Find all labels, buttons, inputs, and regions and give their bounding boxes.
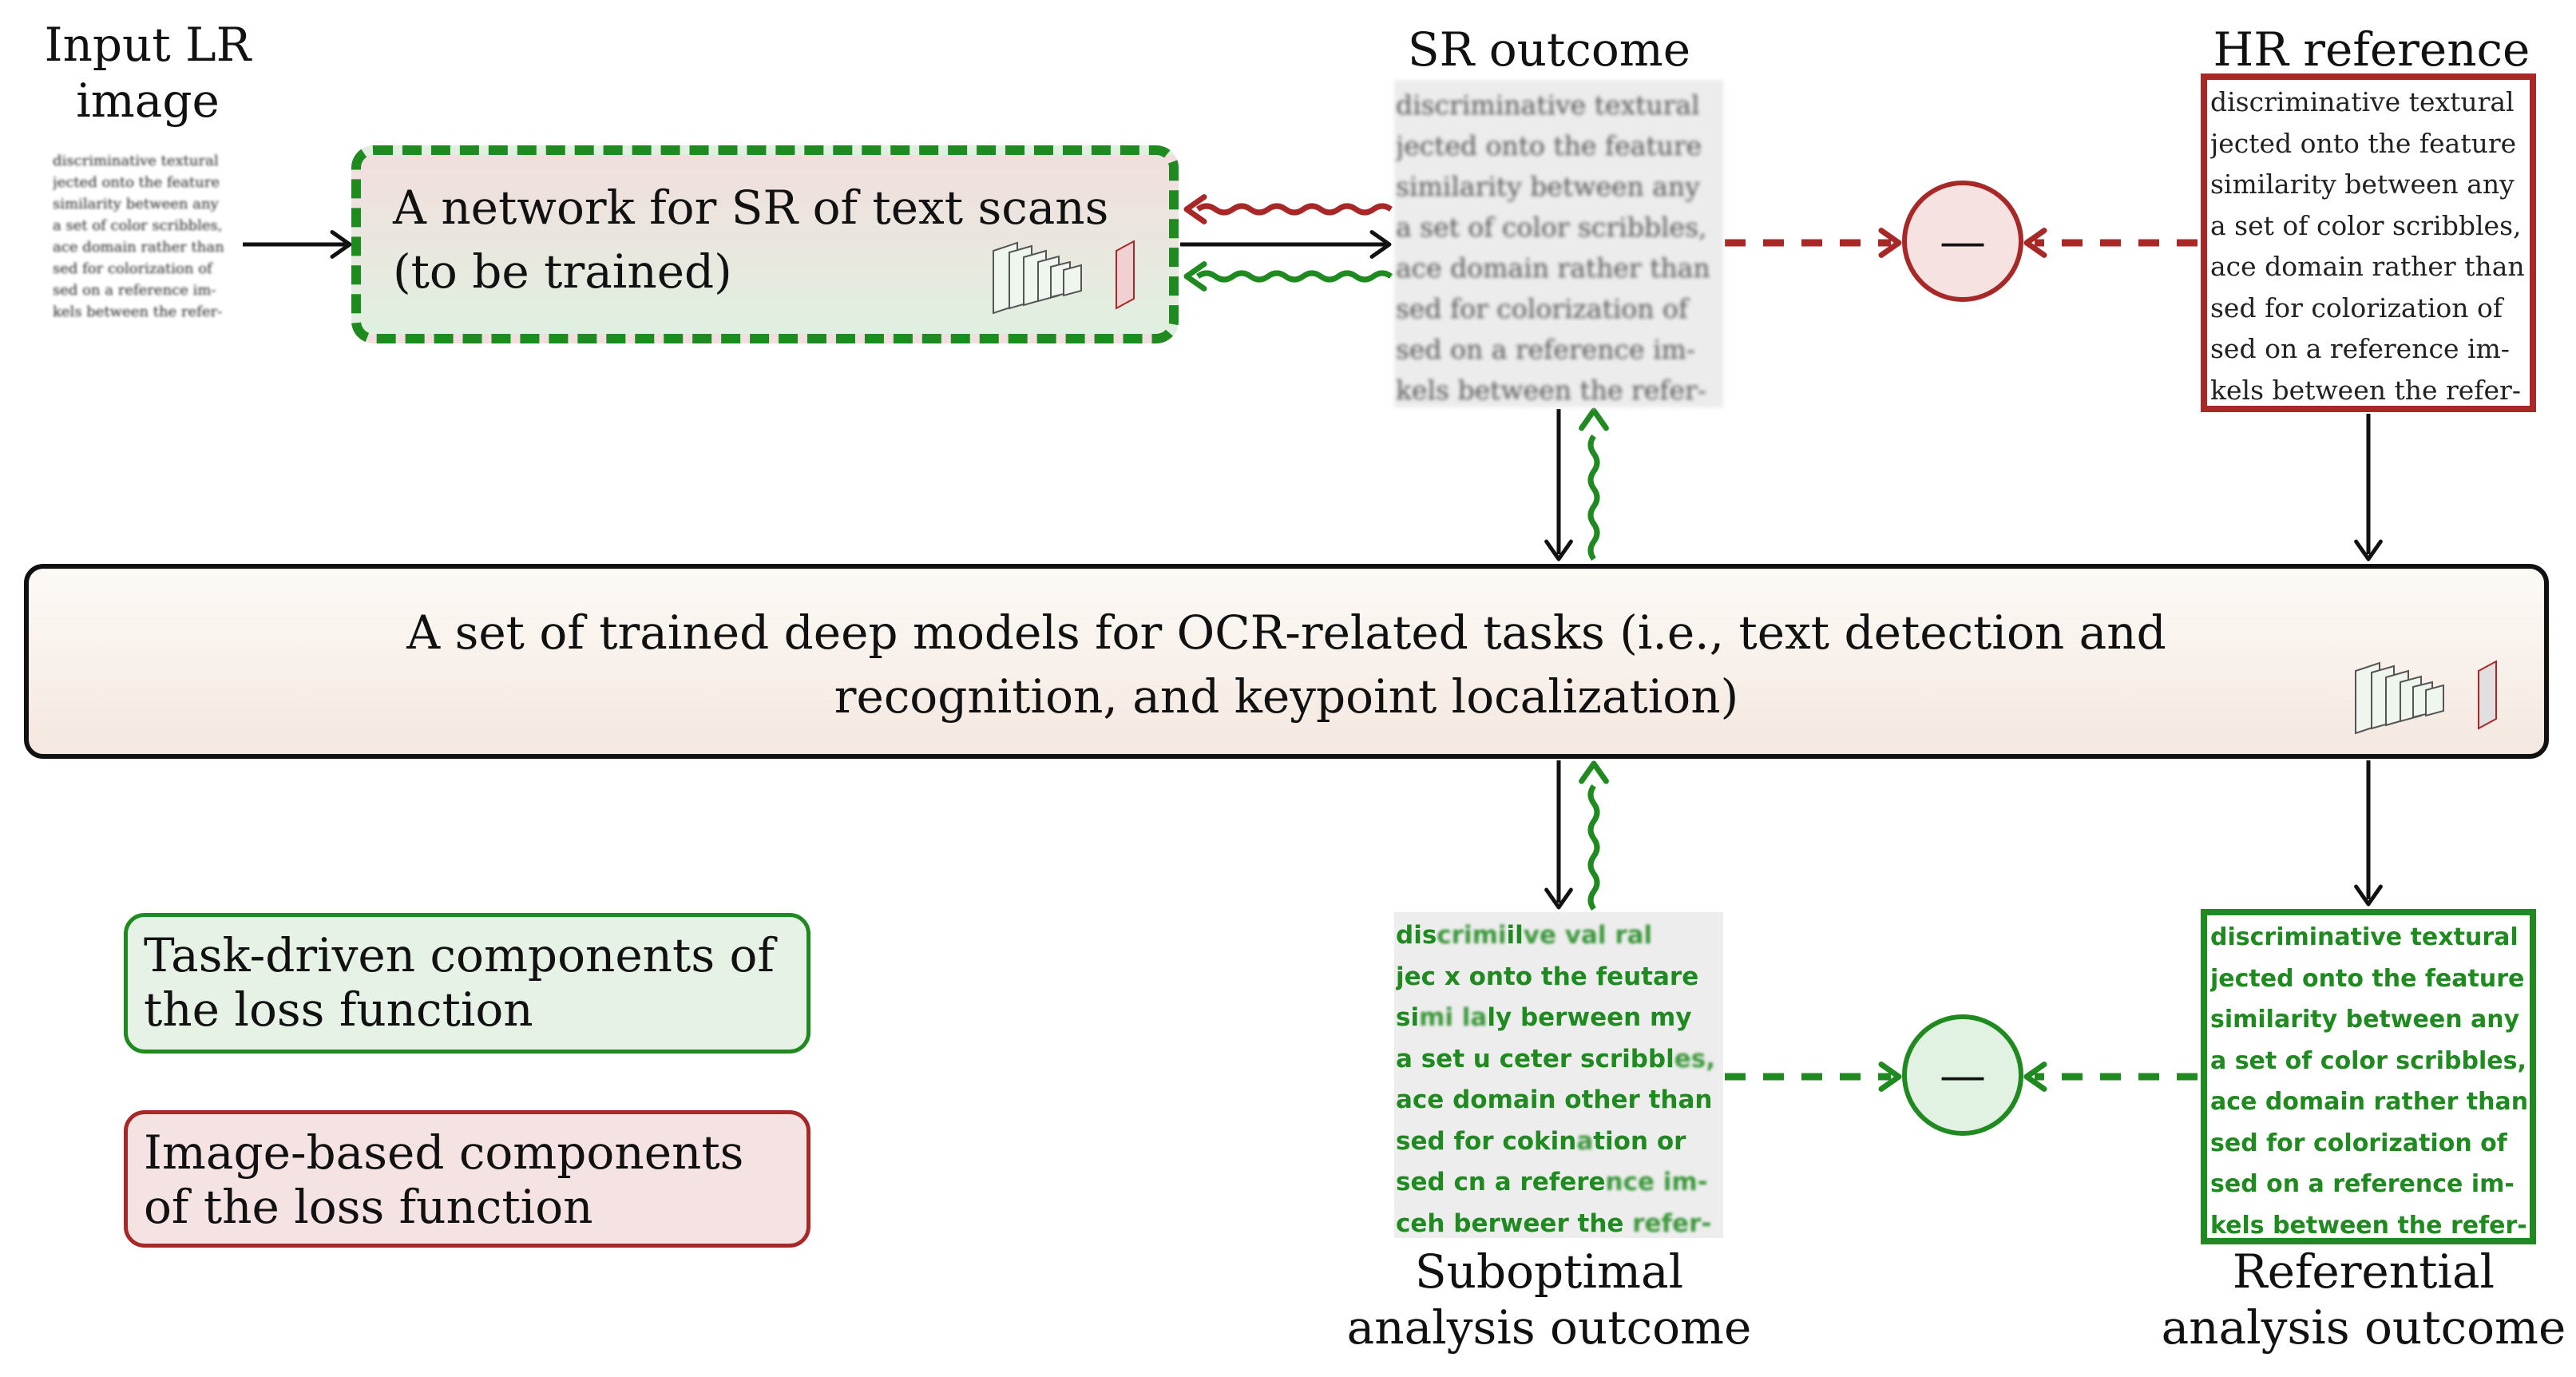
arrowhead	[1878, 228, 1902, 258]
arrowhead	[1579, 760, 1609, 784]
sr-network-text: A network for SR of text scans (to be tr…	[393, 176, 1108, 304]
scan-line: simi laly berween my	[1396, 1003, 1692, 1032]
scan-line: sed for colorization of	[2210, 292, 2503, 323]
scan-line: sed on a reference im-	[53, 282, 216, 299]
ocr-models-box: A set of trained deep models for OCR-rel…	[24, 564, 2549, 759]
scan-line: discriminative textural	[53, 153, 219, 169]
scan-line: ace domain rather than	[2210, 251, 2525, 282]
scan-line: sed for colorization of	[2210, 1129, 2507, 1157]
scan-line: a set of color scribbles,	[2210, 1046, 2526, 1075]
task-loss-wavy-up-arrow	[1587, 434, 1600, 562]
suboptimal-analysis-image: discrimiilve val ral jec x onto the feut…	[1394, 912, 1723, 1238]
referential-analysis-image: discriminative textural jected onto the …	[2201, 909, 2536, 1244]
legend-text: Task-driven components of	[144, 928, 775, 982]
legend-text: Image-based components	[144, 1125, 744, 1180]
scan-line: a set of color scribbles,	[2210, 209, 2522, 241]
sr-network-line: A network for SR of text scans	[393, 181, 1109, 235]
ocr-models-line: recognition, and keypoint localization)	[834, 669, 1739, 724]
task-loss-wavy-arrow	[1195, 270, 1393, 283]
legend-text: the loss function	[144, 982, 533, 1037]
scan-line: discriminative textural	[2210, 923, 2519, 951]
arrowhead	[2354, 884, 2383, 907]
scan-line: sed cn a reference im-	[1396, 1168, 1708, 1196]
scan-line: similarity between any	[2210, 1006, 2520, 1034]
scan-line: kels between the refer-	[1396, 375, 1706, 406]
task-loss-wavy-up-arrow	[1587, 784, 1600, 911]
scan-line: discriminative textural	[1396, 89, 1700, 121]
minus-sign: —	[1940, 214, 1986, 268]
scan-line: kels between the refer-	[2210, 374, 2521, 406]
arrowhead	[1183, 261, 1207, 292]
scan-line: sed on a reference im-	[2210, 333, 2510, 364]
scan-line: jected onto the feature	[2210, 964, 2525, 993]
ocr-models-line: A set of trained deep models for OCR-rel…	[406, 605, 2166, 660]
scan-line: ace domain rather than	[2210, 1088, 2529, 1116]
neural-network-icon	[2355, 660, 2497, 735]
arrowhead	[2023, 228, 2047, 258]
legend-task-driven: Task-driven components of the loss funct…	[124, 913, 810, 1054]
arrowhead	[1544, 887, 1573, 910]
scan-line: discrimiilve val ral	[1396, 921, 1653, 950]
arrowhead	[2023, 1062, 2047, 1092]
minus-sign: —	[1940, 1048, 1986, 1102]
legend-image-based: Image-based components of the loss funct…	[124, 1110, 810, 1248]
scan-line: jected onto the feature	[1396, 130, 1702, 161]
arrowhead	[1183, 194, 1207, 224]
arrowhead	[2354, 539, 2383, 562]
task-difference-operator: —	[1902, 1014, 2023, 1136]
neural-network-icon	[993, 240, 1135, 315]
hr-reference-image: discriminative textural jected onto the …	[2201, 73, 2536, 412]
scan-line: ceh berweer the refer-	[1396, 1208, 1712, 1238]
arrowhead	[1878, 1062, 1902, 1092]
image-loss-wavy-arrow	[1195, 203, 1393, 216]
scan-line: jected onto the feature	[2210, 127, 2517, 159]
scan-line: sed on a reference im-	[1396, 334, 1695, 365]
scan-line: jected onto the feature	[53, 174, 220, 191]
scan-line: sed for colorization of	[53, 260, 212, 277]
sr-network-box: A network for SR of text scans (to be tr…	[351, 145, 1179, 343]
scan-line: similarity between any	[2210, 169, 2515, 200]
ocr-models-text: A set of trained deep models for OCR-rel…	[29, 601, 2544, 728]
arrowhead	[1579, 407, 1609, 431]
scan-line: kels between the refer-	[2210, 1211, 2527, 1240]
legend-text: of the loss function	[144, 1180, 593, 1234]
input-lr-image: discriminative textural jected onto the …	[53, 150, 241, 342]
scan-line: similarity between any	[53, 196, 219, 212]
scan-line: sed for cokination or	[1396, 1126, 1686, 1156]
suboptimal-outcome-label: Suboptimal analysis outcome	[1346, 1244, 1752, 1355]
scan-line: a set of color scribbles,	[53, 217, 223, 234]
scan-line: similarity between any	[1396, 171, 1700, 202]
image-difference-operator: —	[1902, 181, 2023, 302]
scan-line: discriminative textural	[2210, 86, 2515, 117]
scan-line: jec x onto the feutare	[1396, 962, 1699, 991]
sr-outcome-image: discriminative textural jected onto the …	[1394, 80, 1723, 407]
sr-outcome-label: SR outcome	[1407, 22, 1691, 77]
scan-line: ace domain rather than	[53, 239, 224, 256]
referential-outcome-label: Referential analysis outcome	[2161, 1244, 2566, 1355]
scan-line: sed on a reference im-	[2210, 1170, 2515, 1198]
scan-line: kels between the refer-	[53, 304, 223, 320]
scan-line: a set u ceter scribbles,	[1396, 1044, 1716, 1073]
arrowhead	[1369, 230, 1392, 259]
scan-line: ace domain other than	[1396, 1085, 1713, 1114]
scan-line: ace domain rather than	[1396, 252, 1710, 284]
sr-network-line: (to be trained)	[393, 244, 732, 299]
input-lr-label: Input LR image	[44, 18, 252, 128]
arrowhead	[1544, 539, 1573, 562]
hr-reference-label: HR reference	[2213, 22, 2530, 77]
scan-line: sed for colorization of	[1396, 293, 1689, 324]
arrowhead	[330, 230, 352, 259]
scan-line: a set of color scribbles,	[1396, 212, 1707, 243]
